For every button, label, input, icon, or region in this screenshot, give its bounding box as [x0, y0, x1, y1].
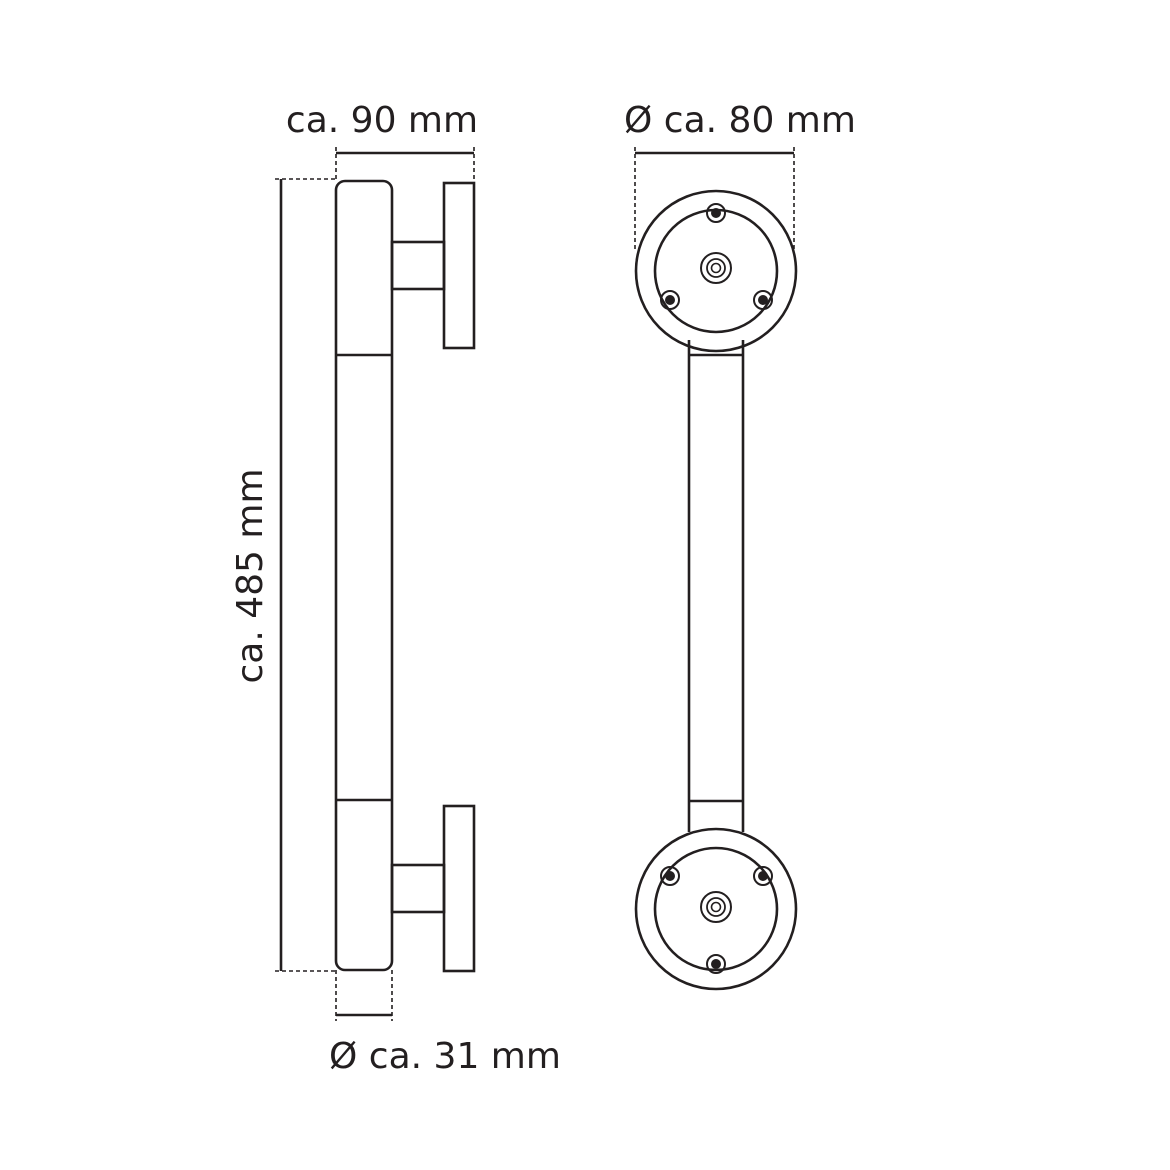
rosette-diameter-label: Ø ca. 80 mm — [624, 100, 856, 141]
bottom-rosette-screw-2-icon — [753, 866, 773, 886]
side-view-top-standoff — [390, 240, 446, 291]
bottom-rosette-screw-3-icon — [706, 954, 726, 974]
bottom-rosette-screw-1-icon — [660, 866, 680, 886]
front-view: Ø ca. 80 mm — [624, 100, 856, 991]
side-view-bar — [334, 179, 394, 972]
side-view-bottom-wall-plate — [442, 804, 476, 973]
bar-diameter-dimension: Ø ca. 31 mm — [329, 970, 561, 1077]
top-rosette-screw-1-icon — [706, 203, 726, 223]
side-view: ca. 90 mm ca. 485 mm Ø ca. 31 mm — [230, 100, 561, 1077]
length-dimension: ca. 485 mm — [230, 178, 336, 972]
top-rosette-center-icon — [700, 252, 732, 284]
side-view-top-wall-plate — [442, 181, 476, 350]
bottom-rosette — [634, 827, 798, 991]
top-rosette-screw-2-icon — [660, 290, 680, 310]
depth-dimension: ca. 90 mm — [286, 100, 478, 183]
depth-label: ca. 90 mm — [286, 100, 478, 141]
side-view-bottom-standoff — [390, 863, 446, 914]
bar-diameter-label: Ø ca. 31 mm — [329, 1036, 561, 1077]
length-label: ca. 485 mm — [230, 468, 271, 683]
rosette-diameter-dimension: Ø ca. 80 mm — [624, 100, 856, 252]
bottom-rosette-center-icon — [700, 891, 732, 923]
top-rosette — [634, 189, 798, 353]
top-rosette-screw-3-icon — [753, 290, 773, 310]
